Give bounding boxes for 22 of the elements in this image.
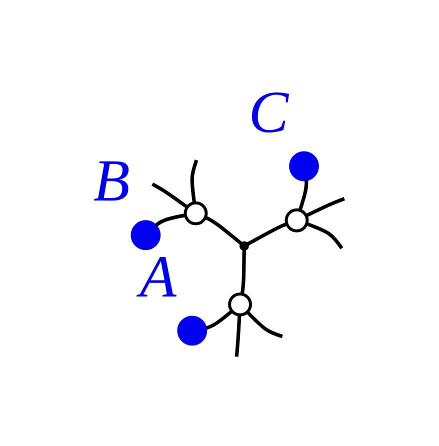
- connector: [190, 160, 198, 203]
- node-circle: [284, 208, 308, 232]
- node-label: B: [92, 148, 130, 214]
- connector: [154, 214, 184, 227]
- connector: [306, 222, 343, 250]
- connector: [234, 315, 241, 357]
- connector: [298, 180, 308, 211]
- connector: [246, 310, 282, 338]
- connector: [150, 182, 188, 208]
- node-circle: [130, 220, 160, 250]
- connector: [204, 216, 242, 246]
- node-label: C: [248, 78, 288, 145]
- connector: [305, 197, 345, 218]
- connector: [246, 222, 287, 246]
- node-circle: [183, 201, 208, 226]
- connector: [240, 250, 246, 294]
- node-circle: [288, 151, 318, 182]
- connector: [206, 310, 233, 330]
- node-circle: [228, 292, 252, 316]
- node-point: [238, 241, 248, 251]
- node-label: A: [139, 243, 176, 310]
- node-circle: [176, 316, 207, 346]
